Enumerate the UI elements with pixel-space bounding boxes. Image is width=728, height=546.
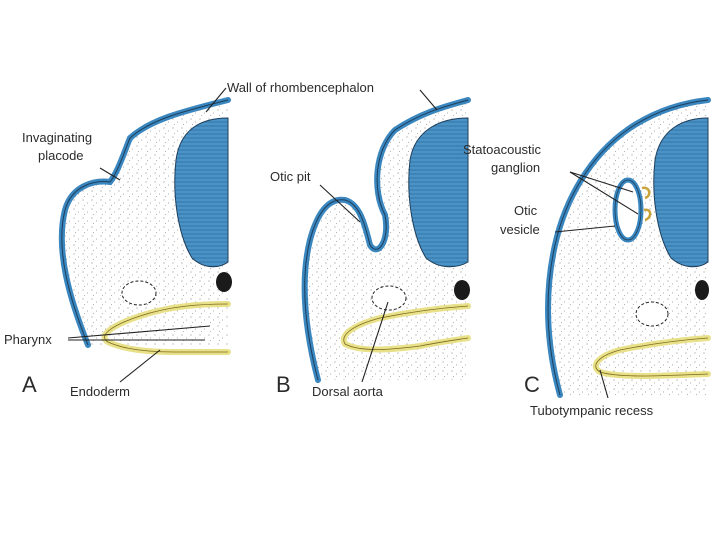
panel-c-endoderm-outline [595, 337, 709, 377]
leader-wall-rhombencephalon-a [205, 87, 227, 113]
label-otic-vesicle-line2: vesicle [500, 222, 540, 237]
panel-letter-b: B [276, 372, 291, 397]
panel-a-dorsal-aorta [121, 280, 157, 306]
panel-c [545, 97, 711, 398]
label-invaginating-placode-line1: Invaginating [22, 130, 92, 145]
panel-b-notochord [454, 280, 470, 300]
panel-letter-a: A [22, 372, 37, 397]
label-statoacoustic-line2: ganglion [491, 160, 540, 175]
label-pharynx: Pharynx [4, 332, 52, 347]
panel-b [301, 97, 471, 383]
label-invaginating-placode-line2: placode [38, 148, 84, 163]
label-wall-of-rhombencephalon: Wall of rhombencephalon [227, 80, 374, 95]
labels: Wall of rhombencephalon Invaginating pla… [4, 80, 654, 418]
leader-lines [67, 87, 639, 399]
label-statoacoustic-line1: Statoacoustic [463, 142, 542, 157]
panel-a-endoderm-outline [104, 303, 229, 353]
leader-wall-rhombencephalon-b [419, 89, 438, 111]
panel-a-surface-ectoderm-edge [61, 99, 229, 346]
leader-statoacoustic-2 [569, 171, 639, 215]
panel-letter-c: C [524, 372, 540, 397]
leader-tubotympanic [599, 369, 609, 399]
label-otic-vesicle-line1: Otic [514, 203, 538, 218]
leader-otic-pit [319, 184, 361, 223]
panel-a-rhombencephalon-wall [174, 117, 229, 268]
leader-dorsal-aorta [361, 301, 389, 383]
panel-a [58, 97, 232, 355]
leader-statoacoustic-1 [569, 171, 634, 193]
panel-b-surface-ectoderm-edge [304, 99, 469, 381]
leader-invaginating-placode [99, 167, 121, 181]
panel-c-otic-vesicle-outline [614, 179, 642, 241]
label-dorsal-aorta: Dorsal aorta [312, 384, 384, 399]
leader-otic-vesicle [554, 225, 616, 233]
label-endoderm: Endoderm [70, 384, 130, 399]
panel-c-surface-ectoderm-edge [547, 99, 709, 396]
panel-c-dorsal-aorta [635, 301, 669, 327]
label-otic-pit: Otic pit [270, 169, 311, 184]
panel-b-endoderm-outline [343, 305, 469, 350]
panel-a-notochord [216, 272, 232, 292]
leader-pharynx-1 [67, 325, 211, 339]
label-tubotympanic-recess: Tubotympanic recess [530, 403, 654, 418]
panel-c-notochord [695, 280, 709, 300]
leader-endoderm [119, 349, 161, 383]
panel-b-dorsal-aorta [371, 285, 407, 311]
panel-c-statoacoustic-ganglion [641, 186, 652, 222]
panel-b-rhombencephalon-wall [408, 117, 469, 268]
panel-c-rhombencephalon-wall [653, 117, 709, 268]
